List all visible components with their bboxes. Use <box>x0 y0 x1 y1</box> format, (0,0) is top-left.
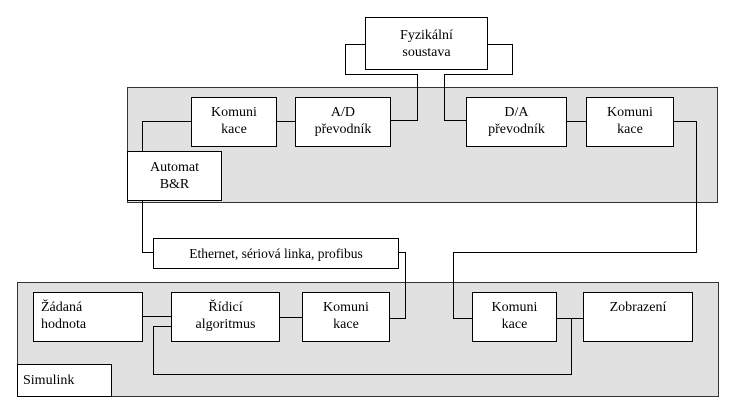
setpoint-box: Žádaná hodnota <box>33 292 143 342</box>
plc-communication-right-box: Komuni kace <box>586 97 674 147</box>
physical-system-box: Fyzikální soustava <box>365 17 488 70</box>
simulink-communication-right-box: Komuni kace <box>472 292 557 342</box>
automat-br-box: Automat B&R <box>127 151 222 201</box>
da-converter-box: D/A převodník <box>466 97 567 147</box>
network-label-box: Ethernet, sériová linka, profibus <box>153 238 399 269</box>
control-algorithm-box: Řídicí algoritmus <box>171 292 280 342</box>
simulink-label-box: Simulink <box>17 364 112 397</box>
display-box: Zobrazení <box>583 292 693 342</box>
plc-communication-left-box: Komuni kace <box>191 97 277 147</box>
simulink-communication-left-box: Komuni kace <box>302 292 390 342</box>
ad-converter-box: A/D převodník <box>295 97 391 147</box>
